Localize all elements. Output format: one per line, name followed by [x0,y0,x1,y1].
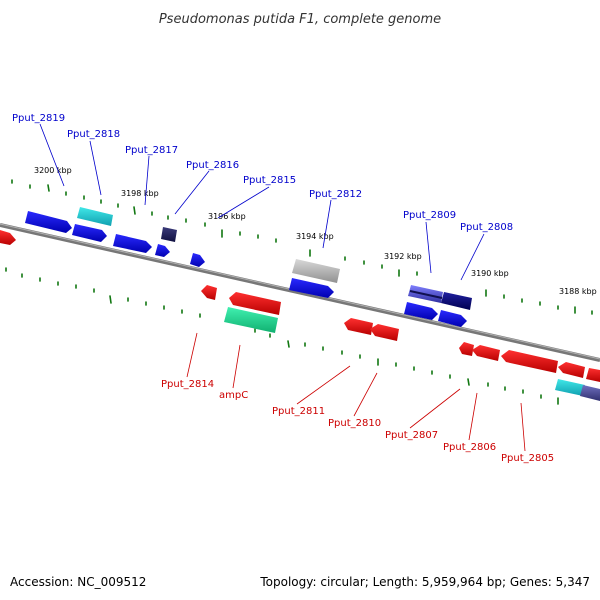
page-title: Pseudomonas putida F1, complete genome [159,12,441,27]
cds-arrow [190,253,205,267]
gene-label: Pput_2805 [501,453,554,464]
gene-label: Pput_2810 [328,418,381,429]
forward-cds-track [0,207,472,327]
cds-arrow [229,292,281,315]
forward-gene-labels: Pput_2819 Pput_2818 Pput_2817 Pput_2816 … [12,113,513,233]
cds-arrow [77,207,113,226]
gene-label: Pput_2806 [443,442,496,453]
kbp-label: 3198 kbp [121,189,159,198]
kbp-label: 3190 kbp [471,269,509,278]
forward-label-leaders [39,123,485,281]
gene-label: Pput_2817 [125,145,178,156]
accession-text: Accession: NC_009512 [10,575,146,589]
cds-arrow [201,285,217,300]
cds-arrow [0,230,16,245]
genome-backbone [0,223,600,362]
cds-arrow [441,292,472,310]
cds-arrow [344,318,373,335]
genome-summary-text: Topology: circular; Length: 5,959,964 bp… [259,575,590,589]
kbp-label: 3194 kbp [296,232,334,241]
cds-arrow [292,259,340,283]
cds-arrow [72,224,107,242]
gene-label: Pput_2816 [186,160,239,171]
gene-label: Pput_2815 [243,175,296,186]
cds-arrow [586,368,600,382]
cds-arrow [289,278,334,298]
cds-arrow [224,307,278,333]
cds-arrow [555,379,585,396]
gene-label: Pput_2809 [403,210,456,221]
gene-label: Pput_2812 [309,189,362,200]
reverse-gene-labels: Pput_2814 ampC Pput_2811 Pput_2810 Pput_… [161,379,554,464]
cds-arrow [501,350,558,373]
kbp-label: 3188 kbp [559,287,597,296]
cds-arrow [459,342,474,356]
cds-arrow [472,345,500,361]
reverse-cds-track [201,285,600,401]
gene-label: Pput_2807 [385,430,438,441]
reverse-tick-track [5,267,559,405]
cds-arrow [113,234,152,253]
kbp-label: 3196 kbp [208,212,246,221]
cds-arrow [161,227,177,242]
gene-label: Pput_2818 [67,129,120,140]
cds-stripe [409,290,443,299]
forward-tick-track [11,179,593,315]
cds-arrow [438,310,467,327]
ruler-labels: 3200 kbp 3198 kbp 3196 kbp 3194 kbp 3192… [34,166,597,296]
gene-label: Pput_2819 [12,113,65,124]
gene-label: Pput_2808 [460,222,513,233]
cds-arrow [25,211,72,233]
cds-arrow [580,385,600,401]
cds-arrow [155,244,170,257]
cds-arrow [404,302,438,320]
gene-label: Pput_2811 [272,406,325,417]
gene-label: Pput_2814 [161,379,214,390]
cds-arrow [558,362,585,378]
cds-arrow [370,324,399,341]
kbp-label: 3192 kbp [384,252,422,261]
reverse-label-leaders [186,332,526,452]
kbp-label: 3200 kbp [34,166,72,175]
gene-label: ampC [219,390,248,401]
